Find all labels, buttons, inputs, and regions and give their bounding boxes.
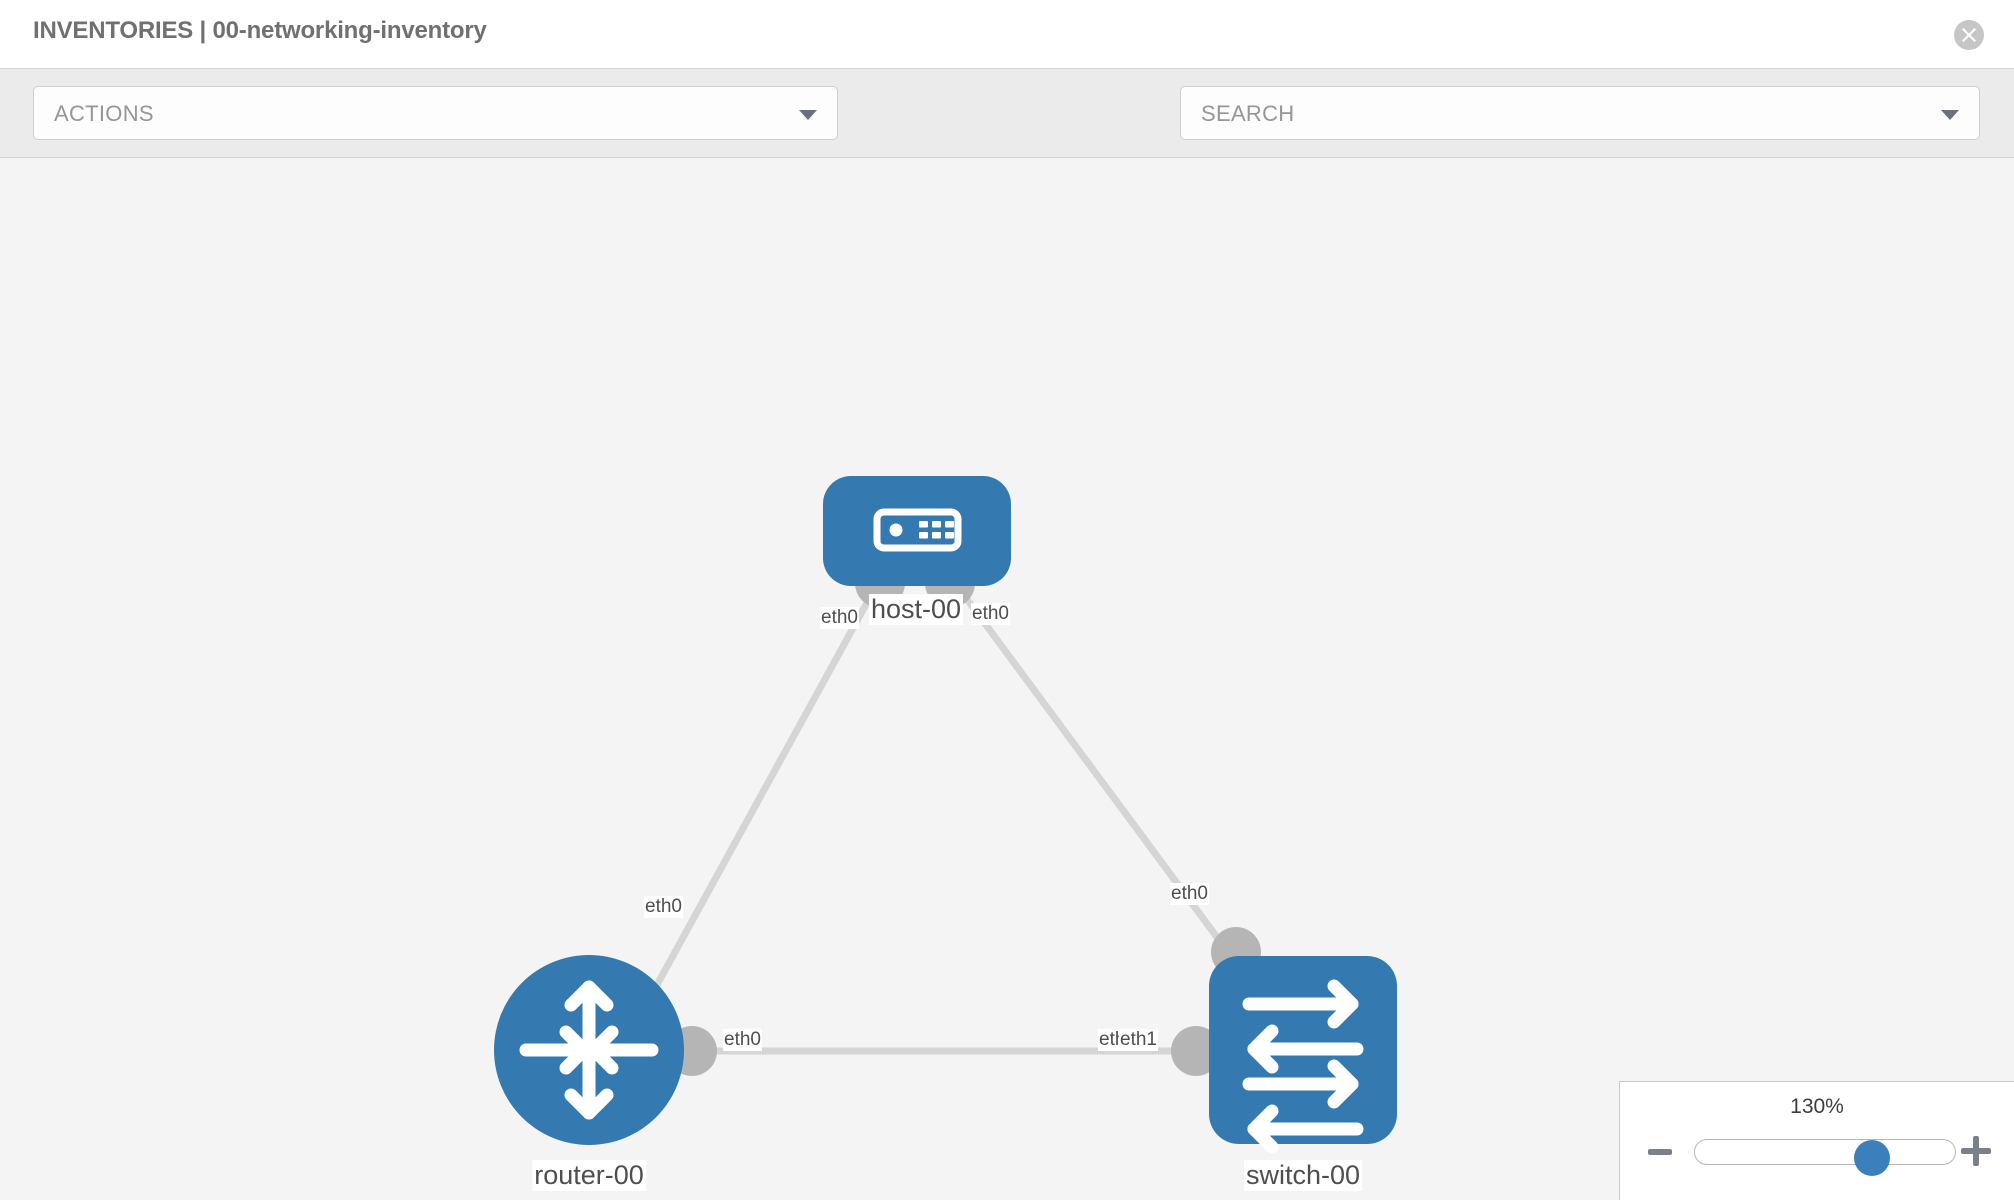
- close-icon[interactable]: [1954, 20, 1984, 50]
- page-title: INVENTORIES | 00-networking-inventory: [33, 17, 487, 44]
- connector-set: [667, 558, 1261, 1076]
- zoom-slider-track[interactable]: [1694, 1139, 1956, 1176]
- iface-label: eth0: [820, 607, 859, 629]
- plus-icon[interactable]: [1961, 1136, 1991, 1166]
- node-label-host-00: host-00: [868, 594, 964, 625]
- iface-label: eth0: [723, 1029, 762, 1051]
- chevron-down-icon[interactable]: [1941, 110, 1959, 120]
- search-placeholder: SEARCH: [1201, 101, 1295, 126]
- zoom-percent-label: 130%: [1790, 1095, 1844, 1118]
- topology-graph: [494, 476, 1397, 1154]
- node-label-switch-00: switch-00: [1243, 1160, 1363, 1191]
- page-header: INVENTORIES | 00-networking-inventory: [0, 0, 2014, 69]
- iface-label: eth0: [644, 896, 683, 918]
- chevron-down-icon: [799, 110, 817, 120]
- iface-label: eth0: [971, 603, 1010, 625]
- topology-canvas[interactable]: host-00 router-00 switch-00 eth0 eth0 et…: [0, 159, 2014, 1200]
- actions-dropdown[interactable]: ACTIONS: [33, 86, 838, 140]
- link-host-router: [637, 577, 884, 1016]
- node-label-router-00: router-00: [532, 1160, 646, 1191]
- node-host-00[interactable]: [823, 476, 1011, 586]
- minus-icon[interactable]: [1648, 1149, 1672, 1155]
- toolbar: ACTIONS SEARCH: [0, 69, 2014, 196]
- zoom-slider-row: [1620, 1130, 2014, 1178]
- zoom-slider-thumb[interactable]: [1854, 1140, 1890, 1176]
- connector-switch-eth1: [1171, 1026, 1221, 1076]
- search-input[interactable]: SEARCH: [1180, 86, 1980, 140]
- iface-label: eth1: [1119, 1029, 1158, 1051]
- zoom-control: 130%: [1619, 1081, 2014, 1200]
- node-router-00[interactable]: [494, 955, 684, 1145]
- link-host-switch: [949, 576, 1245, 974]
- iface-label: eth0: [1170, 883, 1209, 905]
- actions-dropdown-label: ACTIONS: [54, 101, 154, 126]
- node-switch-00[interactable]: [1209, 956, 1397, 1154]
